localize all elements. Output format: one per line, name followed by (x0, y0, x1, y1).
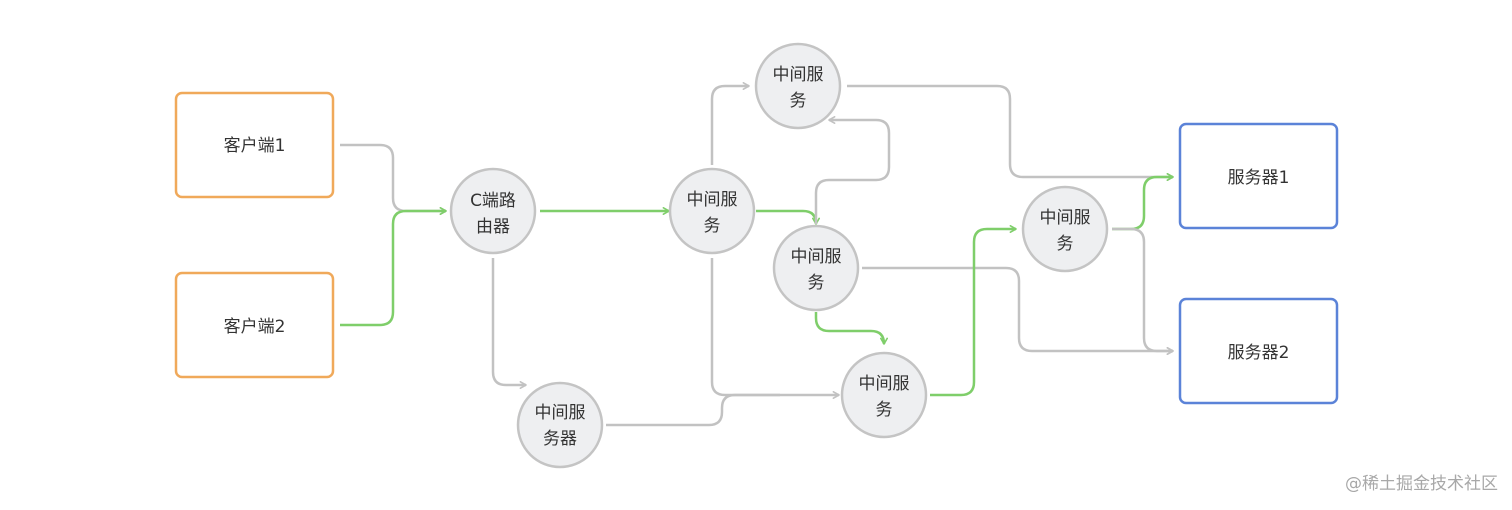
client-node-2: 客户端2 (174, 271, 335, 379)
router-label-line1: C端路 (470, 191, 516, 211)
edges (340, 82, 1174, 427)
edge-client2-router (340, 207, 447, 327)
watermark: @稀土掘金技术社区 (1345, 474, 1498, 494)
middle-service-label-line1: 中间服 (687, 190, 738, 210)
edge-service-b-service-d (710, 258, 840, 399)
edge-service-d-service-e (930, 225, 1017, 397)
middle-service-label-line1: 中间服 (791, 247, 842, 267)
middle-service-label-line2: 务 (1057, 234, 1074, 254)
middle-server-label-line2: 务器 (543, 429, 577, 449)
router-label-line2: 由器 (476, 217, 510, 237)
edge-service-e-server1 (1112, 173, 1174, 231)
middle-service-node-d: 中间服 务 (840, 351, 928, 439)
middle-service-label-line2: 务 (704, 216, 721, 236)
edge-service-b-service-a (710, 82, 750, 165)
middle-service-label-line1: 中间服 (773, 65, 824, 85)
middle-service-label-line2: 务 (790, 91, 807, 111)
middle-service-label-line1: 中间服 (859, 374, 910, 394)
server-label: 服务器2 (1228, 343, 1290, 363)
router-node: C端路 由器 (449, 167, 537, 255)
middle-service-label-line1: 中间服 (1040, 208, 1091, 228)
server-label: 服务器1 (1228, 168, 1290, 188)
edge-service-a-server1 (847, 84, 1174, 181)
middle-server-label-line1: 中间服 (535, 403, 586, 423)
server-node-2: 服务器2 (1178, 297, 1339, 405)
edge-service-b-service-c (756, 209, 820, 225)
edge-service-c-server2 (862, 266, 1174, 355)
middle-service-node-c: 中间服 务 (772, 224, 860, 312)
middle-service-label-line2: 务 (876, 400, 893, 420)
middle-server-node: 中间服 务器 (516, 381, 604, 469)
middle-service-node-b: 中间服 务 (668, 167, 756, 255)
middle-service-node-a: 中间服 务 (754, 42, 842, 130)
edge-router-middle-server (491, 258, 527, 389)
server-node-1: 服务器1 (1178, 122, 1339, 230)
edge-service-e-server2 (1112, 227, 1174, 355)
middle-service-node-e: 中间服 务 (1021, 185, 1109, 273)
client-label: 客户端2 (224, 317, 286, 337)
client-label: 客户端1 (224, 136, 286, 156)
middle-service-label-line2: 务 (808, 273, 825, 293)
edge-service-c-service-a (814, 116, 891, 224)
edge-service-c-service-d (814, 312, 888, 345)
client-node-1: 客户端1 (174, 91, 335, 199)
edge-middle-server-service-d (606, 393, 780, 427)
edge-client1-router (340, 143, 447, 215)
